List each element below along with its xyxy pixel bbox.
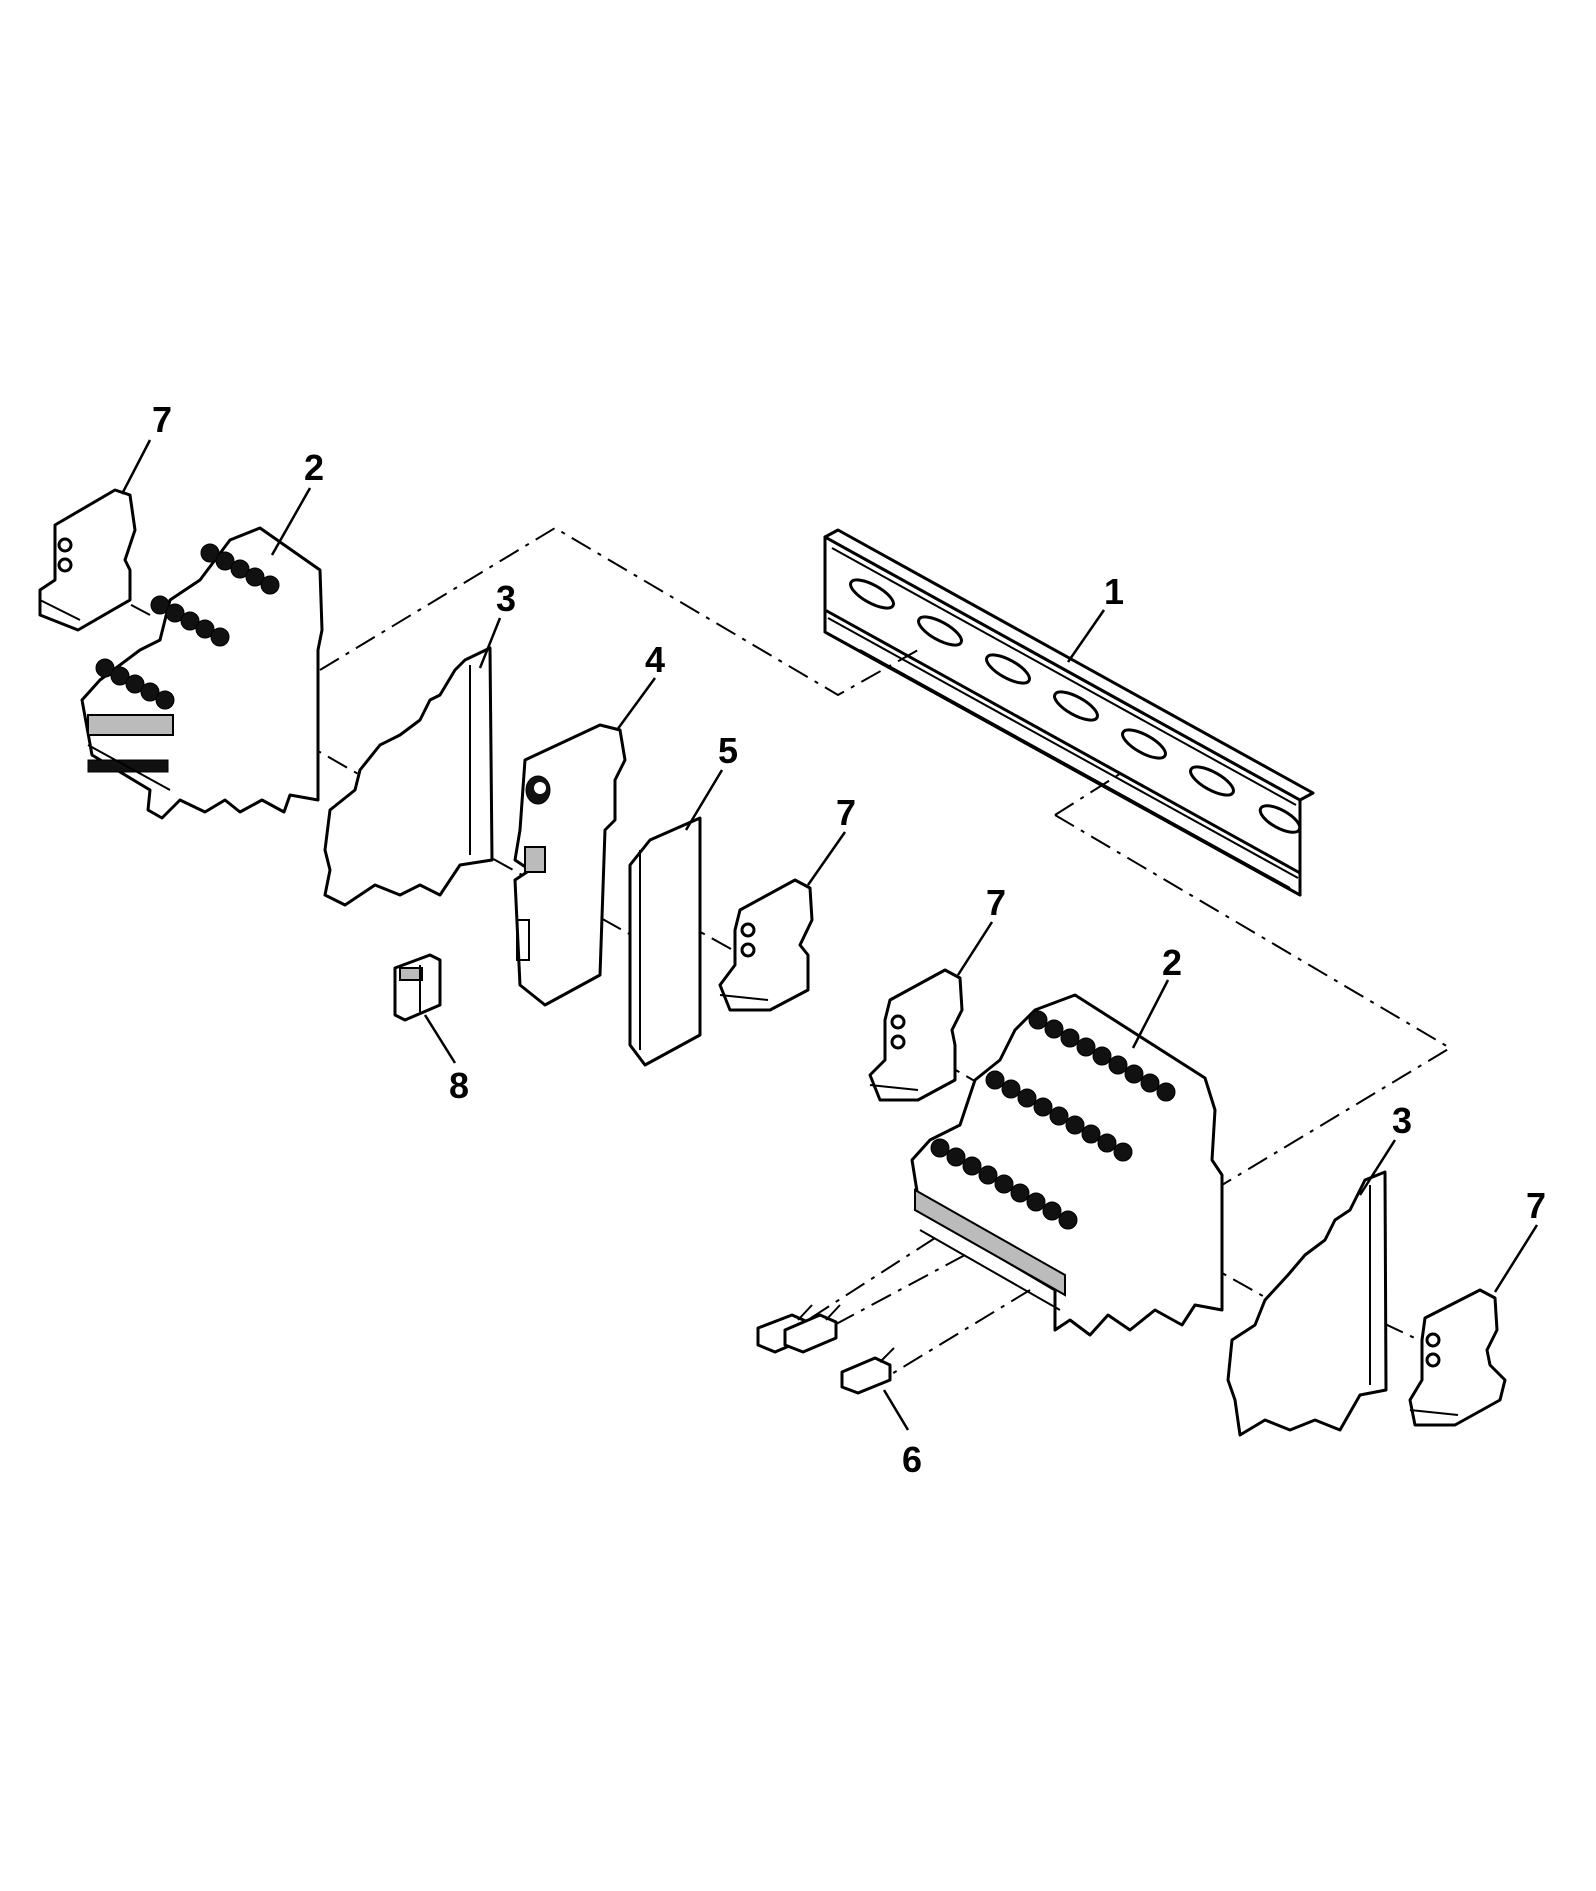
callout-2-left: 2: [304, 447, 324, 488]
screw-row-top-right: [1028, 1010, 1176, 1102]
callout-7-right: 7: [1526, 1185, 1546, 1226]
terminal-block-stack-left: [80, 526, 324, 820]
callout-5: 5: [718, 730, 738, 771]
callout-6: 6: [902, 1439, 922, 1480]
din-rail-part-1: [823, 528, 1315, 897]
partition-plate-part-5: [628, 816, 702, 1067]
callouts: 1 2 2 3 3 4 5 6 7 7 7 7 8: [152, 399, 1546, 1480]
screw-row-bottom-left: [95, 658, 175, 710]
fuse-plug-part-8: [393, 953, 442, 1022]
callout-7-topleft: 7: [152, 399, 172, 440]
callout-7-mid: 7: [986, 882, 1006, 923]
screw-row-mid-right: [985, 1070, 1133, 1162]
end-clamp-center: [718, 878, 814, 1012]
end-clamp-topleft: [38, 488, 137, 632]
jumper-bar-part-6: [756, 1304, 895, 1395]
callout-1: 1: [1104, 571, 1124, 612]
leader-lines: [120, 439, 1539, 1431]
rail-slots: [849, 578, 1302, 834]
end-cover-right: [1226, 1170, 1388, 1437]
screw-row-bottom-right: [930, 1138, 1078, 1230]
callout-2-right: 2: [1162, 942, 1182, 983]
callout-8: 8: [449, 1065, 469, 1106]
end-clamp-right: [1408, 1288, 1507, 1427]
terminal-block-stack-right: [910, 993, 1224, 1337]
screw-row-mid-left: [150, 595, 230, 647]
callout-3-left: 3: [496, 578, 516, 619]
end-cover-left: [323, 646, 494, 907]
callout-7-center: 7: [836, 792, 856, 833]
callout-3-right: 3: [1392, 1100, 1412, 1141]
screw-row-top-left: [200, 543, 280, 595]
fuse-terminal-block-part-4: [513, 723, 627, 1007]
callout-4: 4: [645, 639, 665, 680]
end-clamp-mid: [868, 968, 964, 1102]
